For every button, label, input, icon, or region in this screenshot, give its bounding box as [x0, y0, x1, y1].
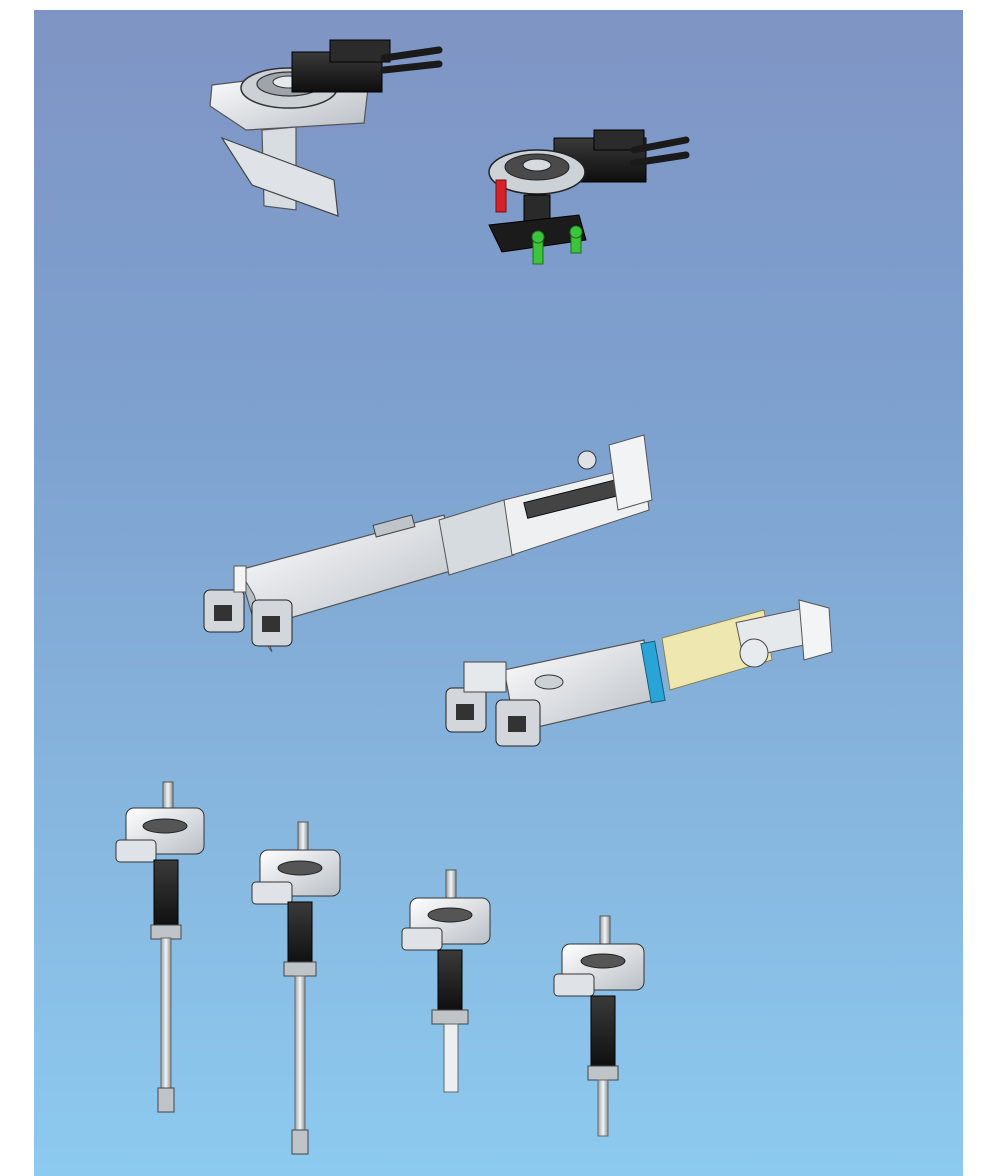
long-linear-actuator-unit [203, 434, 653, 653]
render-panel [34, 10, 963, 1176]
cad-render-scene [115, 39, 833, 1155]
spindle-tool-long-a [115, 781, 205, 1113]
short-linear-actuator-unit [445, 599, 833, 747]
long-actuator-clamp-heads [203, 565, 293, 647]
gripper-with-fixture-block [488, 129, 690, 265]
spindle-tool-long-b [251, 821, 341, 1155]
spindle-tool-short [553, 915, 645, 1137]
spindle-tool-medium [401, 869, 491, 1093]
short-actuator-clamp-heads [445, 661, 541, 747]
gripper-with-angled-plate [209, 39, 443, 217]
